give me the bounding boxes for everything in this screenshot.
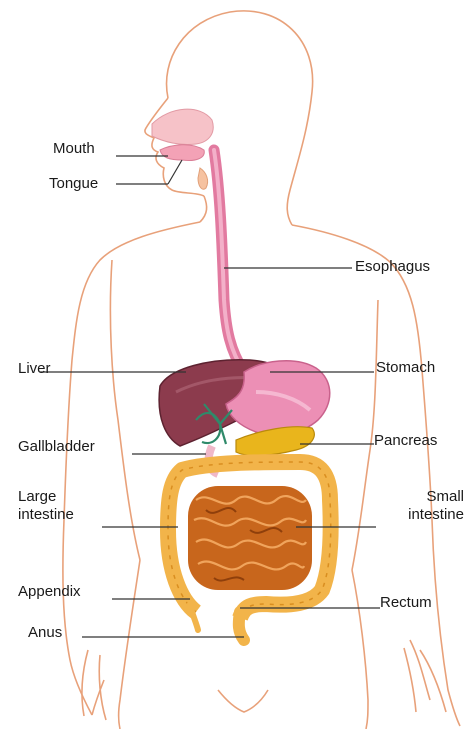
label-rectum: Rectum — [380, 594, 432, 612]
label-liver: Liver — [18, 360, 51, 378]
label-tongue: Tongue — [49, 175, 98, 193]
pancreas-shape — [236, 427, 314, 456]
rectum-shape — [239, 612, 244, 640]
label-pancreas: Pancreas — [374, 432, 437, 450]
mouth-cavity — [152, 109, 213, 189]
label-small-intestine: Small intestine — [380, 488, 464, 524]
label-anus: Anus — [28, 624, 62, 642]
label-large-intestine: Large intestine — [18, 488, 74, 524]
label-gallbladder: Gallbladder — [18, 438, 95, 456]
small-intestine-shape — [188, 486, 312, 590]
label-appendix: Appendix — [18, 583, 81, 601]
tongue-shape — [160, 145, 204, 161]
label-esophagus: Esophagus — [355, 258, 430, 276]
label-mouth: Mouth — [53, 140, 95, 158]
label-stomach: Stomach — [376, 359, 435, 377]
